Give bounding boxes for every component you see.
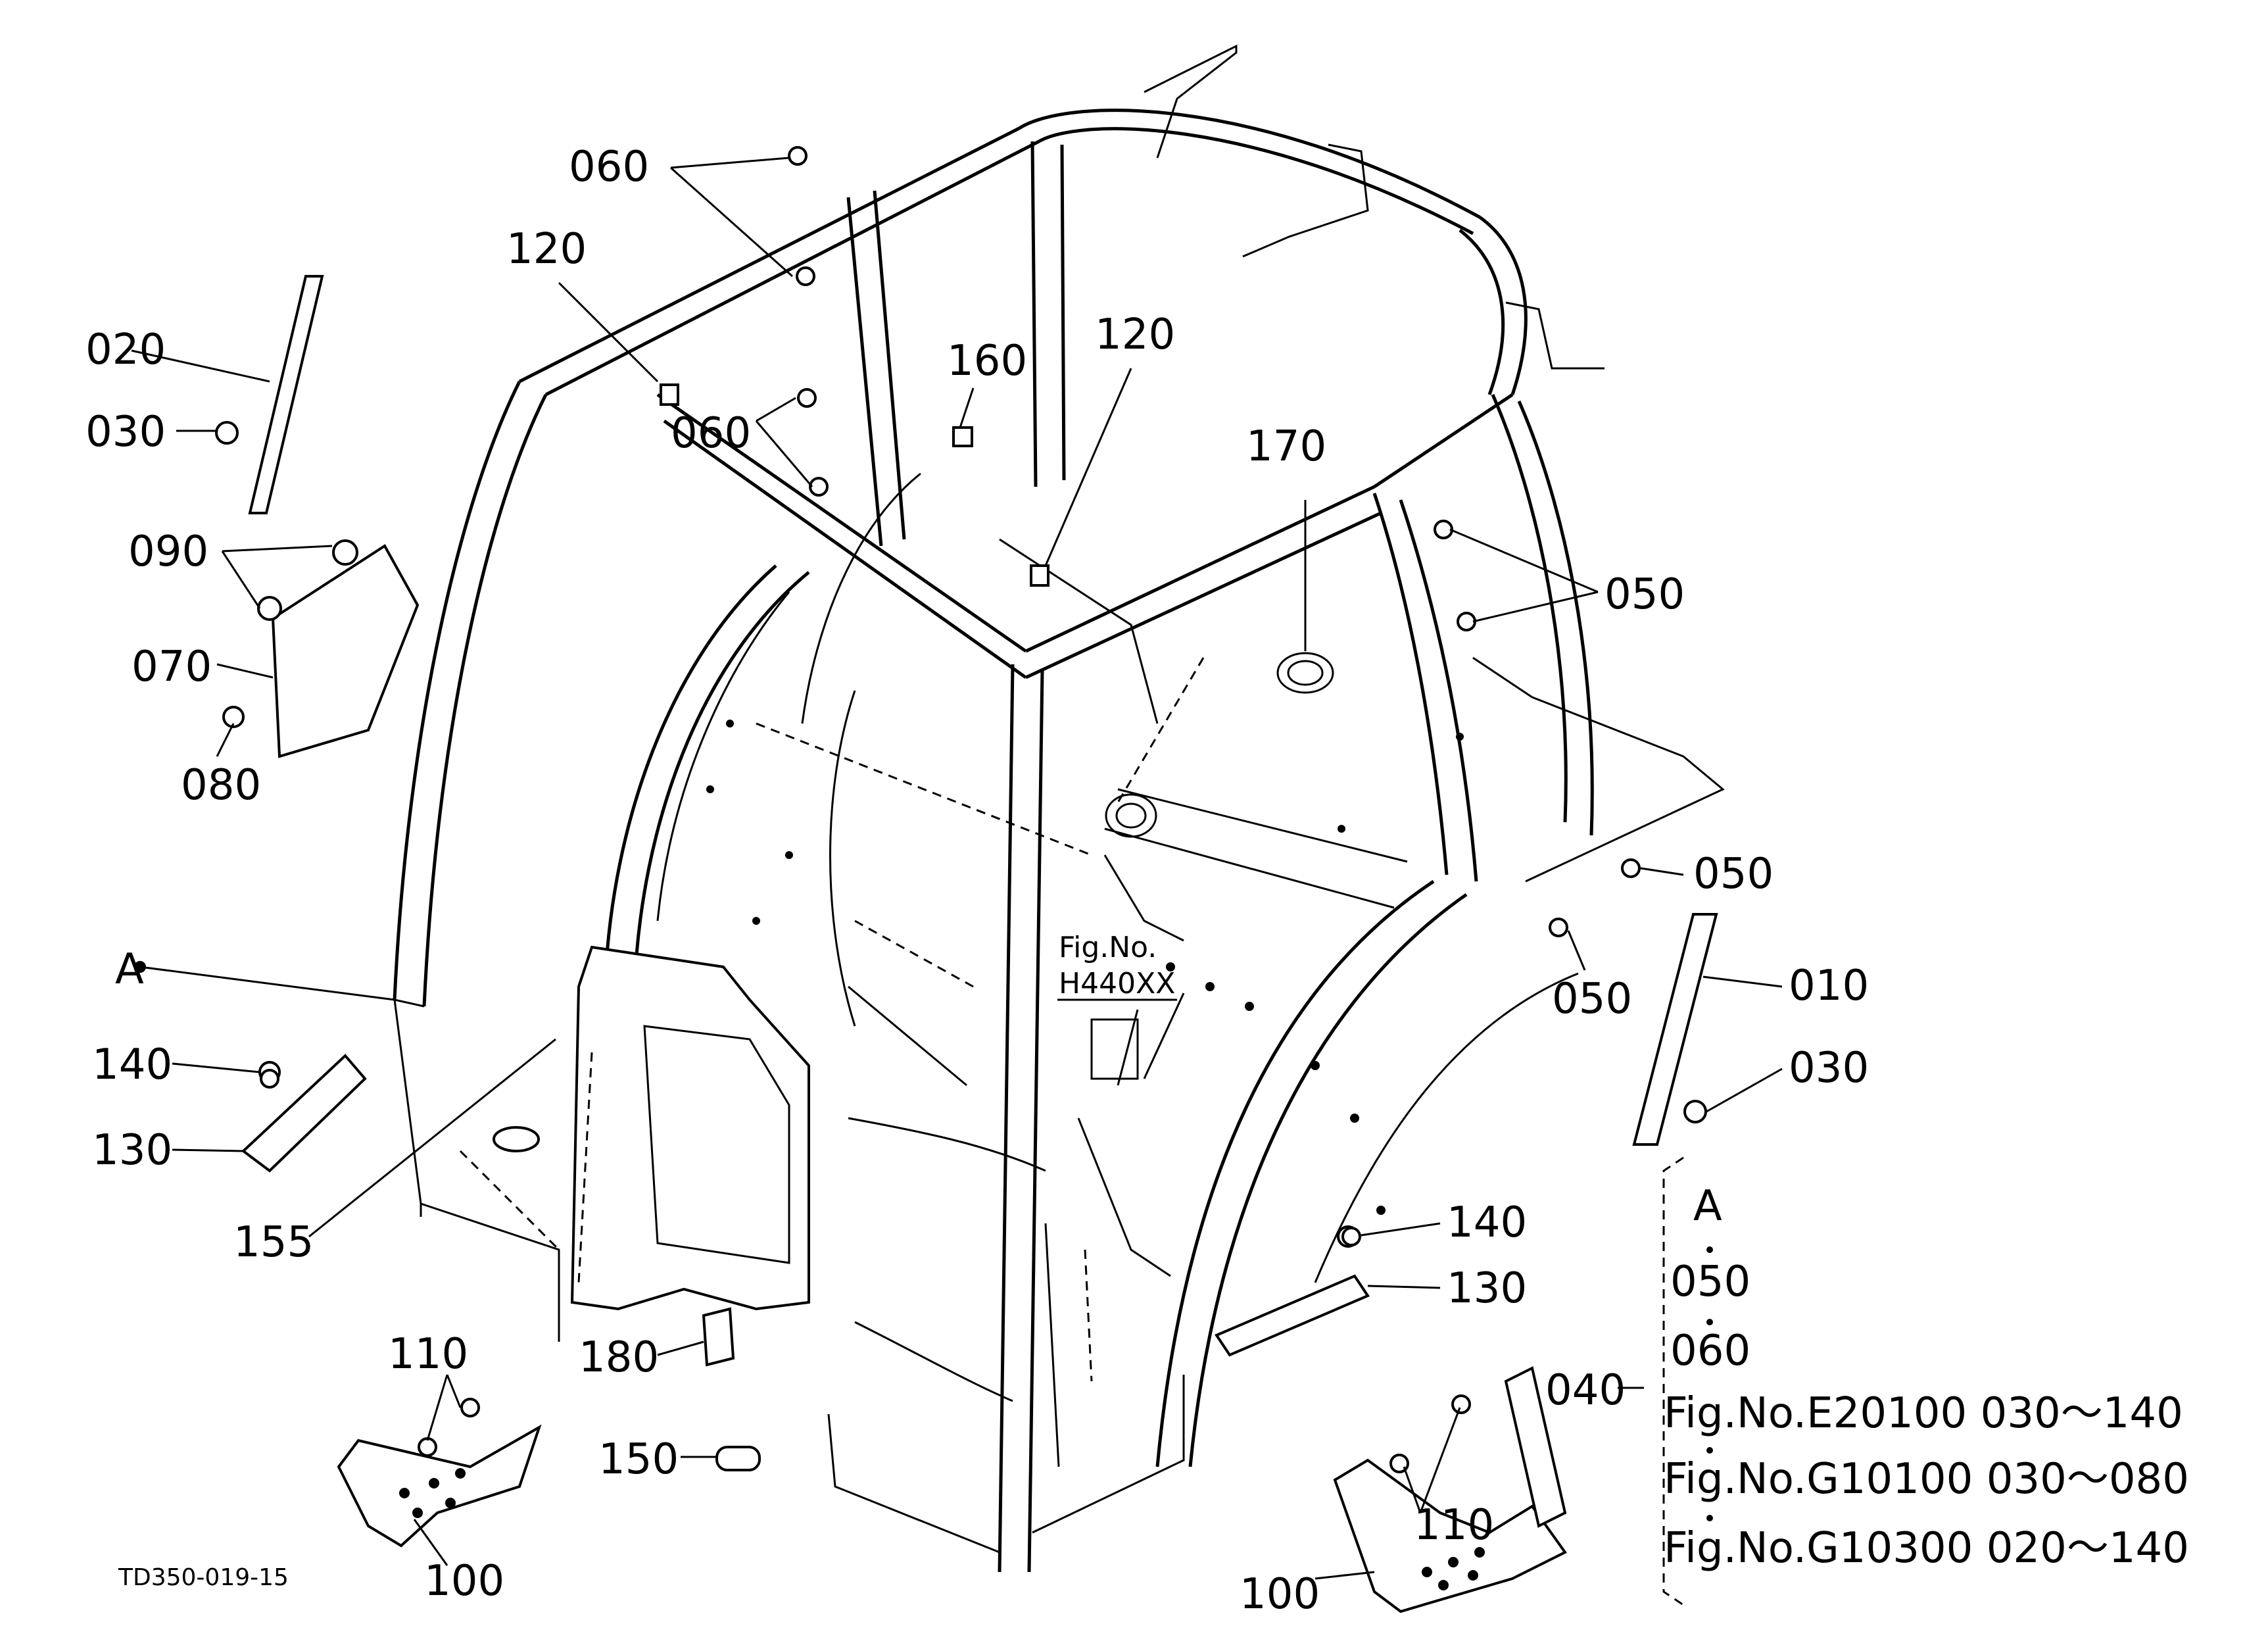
part-100-step-left xyxy=(337,1424,542,1548)
legend-ref-e20100: Fig.No.E20100 030～140 xyxy=(1664,1389,2183,1438)
legend-ref-g10300: Fig.No.G10300 020～140 xyxy=(1664,1524,2189,1573)
label-ref-A: A xyxy=(115,945,144,994)
cabin-frame xyxy=(393,44,1725,1573)
label-140-left: 140 xyxy=(92,1041,172,1089)
label-120-left: 120 xyxy=(506,225,587,274)
label-150: 150 xyxy=(598,1435,679,1484)
legend-title: A xyxy=(1693,1182,1722,1231)
label-100-right: 100 xyxy=(1240,1570,1320,1619)
part-150-plug xyxy=(715,1446,761,1471)
label-120-center: 120 xyxy=(1095,310,1175,359)
label-070: 070 xyxy=(132,643,212,691)
label-100-left: 100 xyxy=(424,1557,504,1606)
label-060-top: 060 xyxy=(569,143,649,191)
label-090: 090 xyxy=(128,528,208,576)
part-130-bracket-right xyxy=(1215,1225,1370,1357)
fig-reference: Fig.No. H440XX xyxy=(1057,931,1177,1001)
legend-item-050: 050 xyxy=(1670,1258,1750,1306)
label-110-left: 110 xyxy=(388,1330,468,1379)
label-030-right: 030 xyxy=(1789,1044,1869,1093)
part-010-weatherstrip xyxy=(1632,913,1718,1146)
label-130-right: 130 xyxy=(1447,1264,1527,1313)
part-180-pad xyxy=(702,1307,735,1367)
part-fasteners xyxy=(260,146,1641,1473)
label-160: 160 xyxy=(947,337,1027,385)
label-020: 020 xyxy=(85,326,166,374)
legend: A 050 060 Fig.No.E20100 030～140 Fig.No.G… xyxy=(1664,1182,2189,1573)
label-030-left: 030 xyxy=(85,408,166,456)
label-060-mid: 060 xyxy=(671,409,751,458)
label-110-right: 110 xyxy=(1414,1501,1494,1550)
label-080: 080 xyxy=(181,761,261,810)
label-050-bottom: 050 xyxy=(1552,975,1632,1023)
leader-lines xyxy=(131,157,1783,1580)
part-020-weatherstrip xyxy=(215,275,324,514)
drawing-id: TD350-019-15 xyxy=(118,1564,289,1591)
part-100-step-right xyxy=(1333,1366,1567,1613)
fig-ref-line2: H440XX xyxy=(1059,967,1175,1000)
label-140-right: 140 xyxy=(1447,1198,1527,1247)
label-170: 170 xyxy=(1246,422,1326,471)
part-130-bracket-left xyxy=(241,1054,367,1173)
label-155: 155 xyxy=(233,1218,314,1267)
part-labels: 060 120 020 060 160 120 030 170 090 050 … xyxy=(85,143,1869,1619)
label-050-top: 050 xyxy=(1604,570,1685,619)
label-040: 040 xyxy=(1545,1366,1626,1415)
part-120-blocks xyxy=(660,383,1050,587)
label-050-right: 050 xyxy=(1693,850,1773,898)
fig-ref-line1: Fig.No. xyxy=(1059,931,1157,964)
legend-ref-g10100: Fig.No.G10100 030～080 xyxy=(1664,1455,2189,1504)
dashed-lines xyxy=(459,657,1205,1382)
label-130-left: 130 xyxy=(92,1126,172,1175)
label-010: 010 xyxy=(1789,962,1869,1010)
part-070-panel xyxy=(222,539,420,758)
label-180: 180 xyxy=(579,1333,659,1382)
legend-item-060: 060 xyxy=(1670,1327,1750,1375)
part-160-block xyxy=(952,426,973,447)
part-155-plug xyxy=(493,1126,540,1152)
